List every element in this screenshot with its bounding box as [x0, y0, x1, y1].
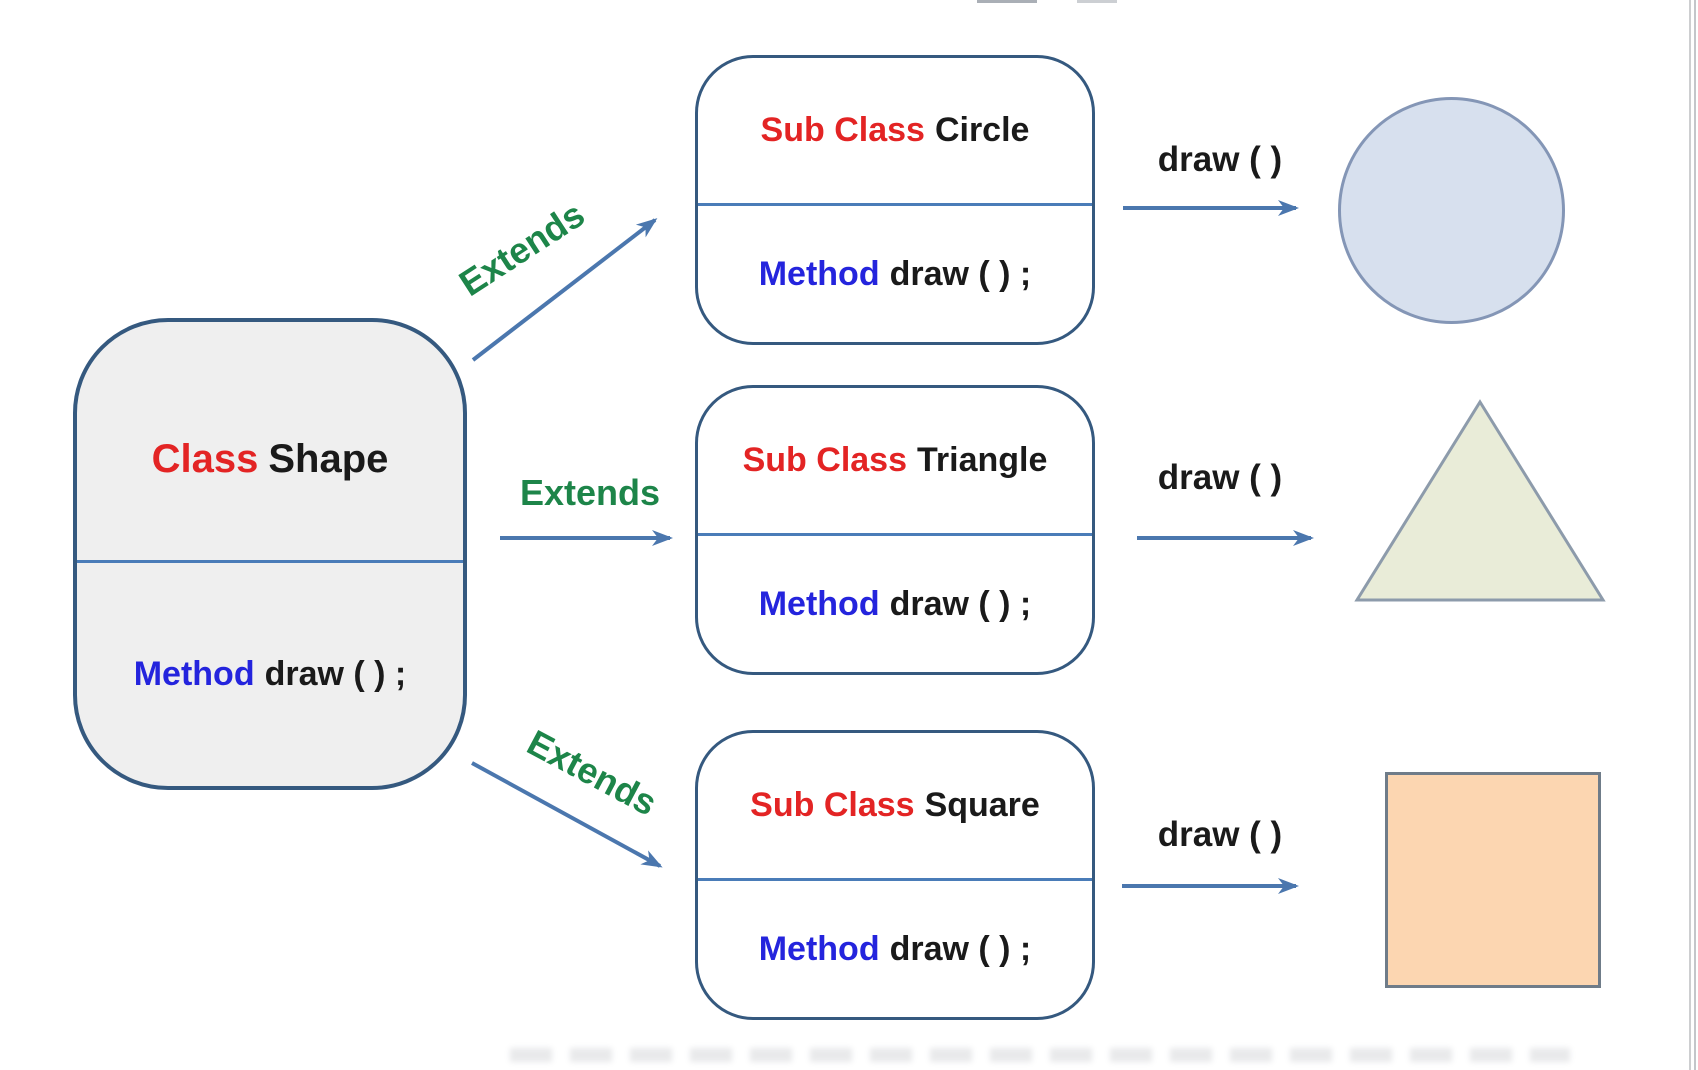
circle-shape: [1338, 97, 1565, 324]
subclass-circle-box: Sub Class Circle Method draw ( ) ;: [695, 55, 1095, 345]
subclass-name: Circle: [934, 111, 1030, 149]
method-keyword: Method: [758, 929, 880, 968]
top-crop-artifact: [977, 0, 1037, 3]
triangle-shape: [1354, 399, 1606, 602]
method-keyword: Method: [133, 655, 255, 693]
subclass-name: Triangle: [917, 441, 1048, 479]
method-keyword: Method: [758, 584, 880, 623]
square-shape: [1385, 772, 1601, 988]
class-shape-method: Method draw ( ) ;: [77, 560, 463, 786]
subclass-circle-method: Method draw ( ) ;: [698, 203, 1092, 342]
subclass-square-title: Sub Class Square: [698, 733, 1092, 878]
extends-label-square: Extends: [520, 721, 664, 824]
method-code: draw ( ) ;: [889, 254, 1032, 293]
draw-label-square: draw ( ): [1157, 815, 1283, 854]
subclass-triangle-box: Sub Class Triangle Method draw ( ) ;: [695, 385, 1095, 675]
method-code: draw ( ) ;: [264, 655, 407, 693]
method-code: draw ( ) ;: [889, 929, 1032, 968]
subclass-keyword: Sub Class: [742, 441, 907, 479]
subclass-keyword: Sub Class: [760, 111, 925, 149]
extends-label-circle: Extends: [451, 193, 592, 304]
page-right-edge-line: [1689, 0, 1696, 1070]
method-code: draw ( ) ;: [889, 584, 1032, 623]
subclass-square-method: Method draw ( ) ;: [698, 878, 1092, 1017]
draw-label-circle: draw ( ): [1157, 140, 1283, 179]
subclass-triangle-title: Sub Class Triangle: [698, 388, 1092, 533]
subclass-square-box: Sub Class Square Method draw ( ) ;: [695, 730, 1095, 1020]
class-name: Shape: [268, 436, 389, 481]
top-crop-artifact: [1077, 0, 1117, 3]
subclass-name: Square: [924, 786, 1040, 824]
class-shape-title: Class Shape: [77, 322, 463, 560]
bottom-crop-artifact: [510, 1048, 1570, 1062]
subclass-triangle-method: Method draw ( ) ;: [698, 533, 1092, 672]
subclass-keyword: Sub Class: [750, 786, 915, 824]
class-shape-box: Class Shape Method draw ( ) ;: [73, 318, 467, 790]
extends-label-triangle: Extends: [519, 472, 661, 513]
method-keyword: Method: [758, 254, 880, 293]
subclass-circle-title: Sub Class Circle: [698, 58, 1092, 203]
draw-label-triangle: draw ( ): [1157, 458, 1283, 497]
class-keyword: Class: [151, 436, 259, 481]
